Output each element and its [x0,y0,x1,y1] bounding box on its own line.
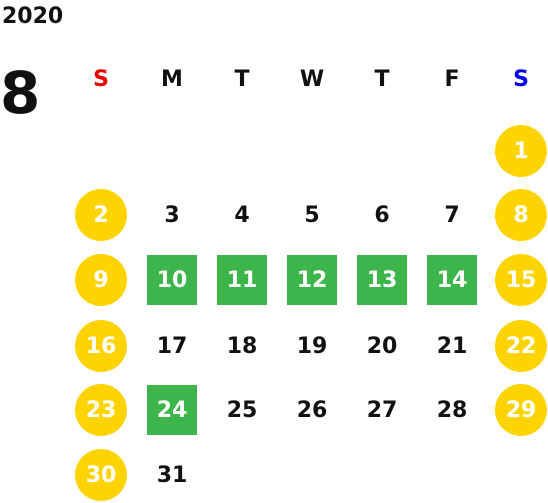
day-cell-24[interactable]: 24 [147,385,197,435]
day-cell-7[interactable]: 7 [444,202,460,228]
day-cell-23[interactable]: 23 [75,384,127,436]
day-cell-27[interactable]: 27 [366,397,398,423]
day-cell-5[interactable]: 5 [304,202,320,228]
weekday-2: T [234,67,250,92]
month-label: 8 [0,59,41,127]
weekday-5: F [444,67,460,92]
weekday-0: S [93,67,109,92]
weekday-4: T [374,67,390,92]
day-cell-18[interactable]: 18 [226,333,258,359]
day-cell-15[interactable]: 15 [495,254,547,306]
day-cell-20[interactable]: 20 [366,333,398,359]
weekday-3: W [299,67,325,92]
day-cell-2[interactable]: 2 [75,189,127,241]
day-cell-29[interactable]: 29 [495,384,547,436]
day-cell-30[interactable]: 30 [75,449,127,501]
day-cell-16[interactable]: 16 [75,320,127,372]
day-cell-26[interactable]: 26 [296,397,328,423]
day-cell-21[interactable]: 21 [436,333,468,359]
day-cell-6[interactable]: 6 [374,202,390,228]
day-cell-11[interactable]: 11 [217,255,267,305]
day-cell-10[interactable]: 10 [147,255,197,305]
day-cell-9[interactable]: 9 [75,254,127,306]
day-cell-17[interactable]: 17 [156,333,188,359]
day-cell-31[interactable]: 31 [156,462,188,488]
day-cell-25[interactable]: 25 [226,397,258,423]
day-cell-14[interactable]: 14 [427,255,477,305]
day-cell-12[interactable]: 12 [287,255,337,305]
day-cell-22[interactable]: 22 [495,320,547,372]
day-cell-13[interactable]: 13 [357,255,407,305]
year-label: 2020 [2,4,64,29]
day-cell-8[interactable]: 8 [495,189,547,241]
day-cell-4[interactable]: 4 [234,202,250,228]
day-cell-19[interactable]: 19 [296,333,328,359]
day-cell-1[interactable]: 1 [495,125,547,177]
day-cell-28[interactable]: 28 [436,397,468,423]
weekday-1: M [161,67,183,92]
day-cell-3[interactable]: 3 [164,202,180,228]
weekday-6: S [513,67,529,92]
